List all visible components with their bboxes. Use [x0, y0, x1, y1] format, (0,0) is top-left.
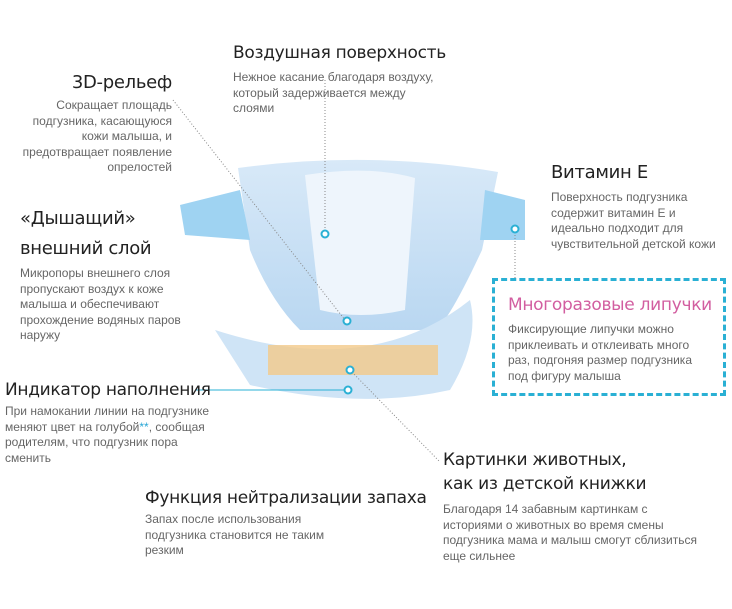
desc-line: сменить [5, 450, 52, 465]
odor-title: Функция нейтрализации запаха [145, 488, 427, 508]
pictures-desc: Благодаря 14 забавным картинкам с истори… [443, 502, 697, 564]
desc-line: содержит витамин Е и [551, 205, 676, 220]
air-surface-desc: Нежное касание благодаря воздуху, которы… [233, 70, 433, 117]
desc-line: подгузника мама и малыш смогут сблизитьс… [443, 533, 697, 547]
desc-line: наружу [20, 328, 61, 342]
fasteners-box [492, 278, 726, 396]
desc-line: Сокращает площадь [56, 98, 172, 112]
desc-line: слоями [233, 101, 275, 115]
relief-title: 3D-рельеф [71, 72, 172, 93]
desc-line: еще сильнее [443, 548, 516, 563]
desc-line: опрелостей [107, 160, 172, 174]
text: меняют цвет на голубой [5, 419, 140, 434]
desc-line: чувствительной детской кожи [551, 236, 716, 251]
odor-desc: Запах после использования подгузника ста… [145, 512, 324, 559]
desc-line: предотвращает появление [22, 144, 172, 159]
desc-line: Микропоры внешнего слоя [20, 266, 171, 280]
breathable-title: «Дышащий» внешний слой [20, 204, 152, 264]
marker-relief [342, 316, 352, 326]
desc-line: малыша и обеспечивают [20, 297, 160, 311]
fasteners-title: Многоразовые липучки [508, 295, 712, 315]
desc-line: меняют цвет на голубой**, сообщая [5, 420, 209, 436]
desc-line: подгузника становится не таким [145, 527, 325, 542]
pictures-title: Картинки животных, как из детской книжки [443, 448, 647, 496]
relief-desc: Сокращает площадь подгузника, касающуюся… [23, 98, 172, 176]
desc-line: Запах после использования [145, 512, 302, 526]
desc-line: резким [145, 543, 184, 557]
title-line: Картинки животных, [443, 450, 627, 470]
desc-line: приклеивать и отклеивать много [508, 337, 690, 352]
indicator-desc: При намокании линии на подгузнике меняют… [5, 404, 209, 466]
left-tab [180, 190, 250, 240]
desc-line: который задерживается между [233, 85, 406, 100]
indicator-title: Индикатор наполнения [5, 380, 211, 400]
desc-line: кожи малыша, и [81, 129, 172, 143]
desc-line: Нежное касание благодаря воздуху, [233, 70, 434, 84]
desc-line: идеально подходит для [551, 221, 684, 235]
air-surface-title: Воздушная поверхность [233, 43, 446, 63]
desc-line: Благодаря 14 забавным картинкам с [443, 502, 648, 516]
breathable-desc: Микропоры внешнего слоя пропускают возду… [20, 266, 181, 344]
desc-line: родителям, что подгузник пора [5, 435, 178, 449]
vitamin-title: Витамин Е [551, 162, 649, 183]
desc-line: подгузника, касающуюся [32, 113, 172, 128]
desc-line: раз, подгоняя размер подгузника [508, 353, 692, 367]
right-tab [480, 190, 525, 240]
desc-line: При намокании линии на подгузнике [5, 404, 209, 418]
marker-vitamin [510, 224, 520, 234]
text: , сообщая [148, 419, 205, 434]
desc-line: Поверхность подгузника [551, 190, 688, 204]
title-line: внешний слой [20, 238, 152, 259]
title-line: как из детской книжки [443, 474, 647, 494]
footnote-mark: ** [139, 419, 149, 434]
marker-indicator [343, 385, 353, 395]
desc-line: прохождение водяных паров [20, 312, 181, 327]
marker-air [320, 229, 330, 239]
desc-line: пропускают воздух к коже [20, 281, 164, 296]
inner-pad [305, 170, 415, 315]
desc-line: Фиксирующие липучки можно [508, 322, 674, 336]
vitamin-desc: Поверхность подгузника содержит витамин … [551, 190, 716, 252]
title-line: «Дышащий» [20, 208, 136, 229]
fasteners-desc: Фиксирующие липучки можно приклеивать и … [508, 322, 692, 384]
marker-pictures [345, 365, 355, 375]
desc-line: историями о животных во время смены [443, 517, 664, 532]
desc-line: под фигуру малыша [508, 368, 621, 383]
